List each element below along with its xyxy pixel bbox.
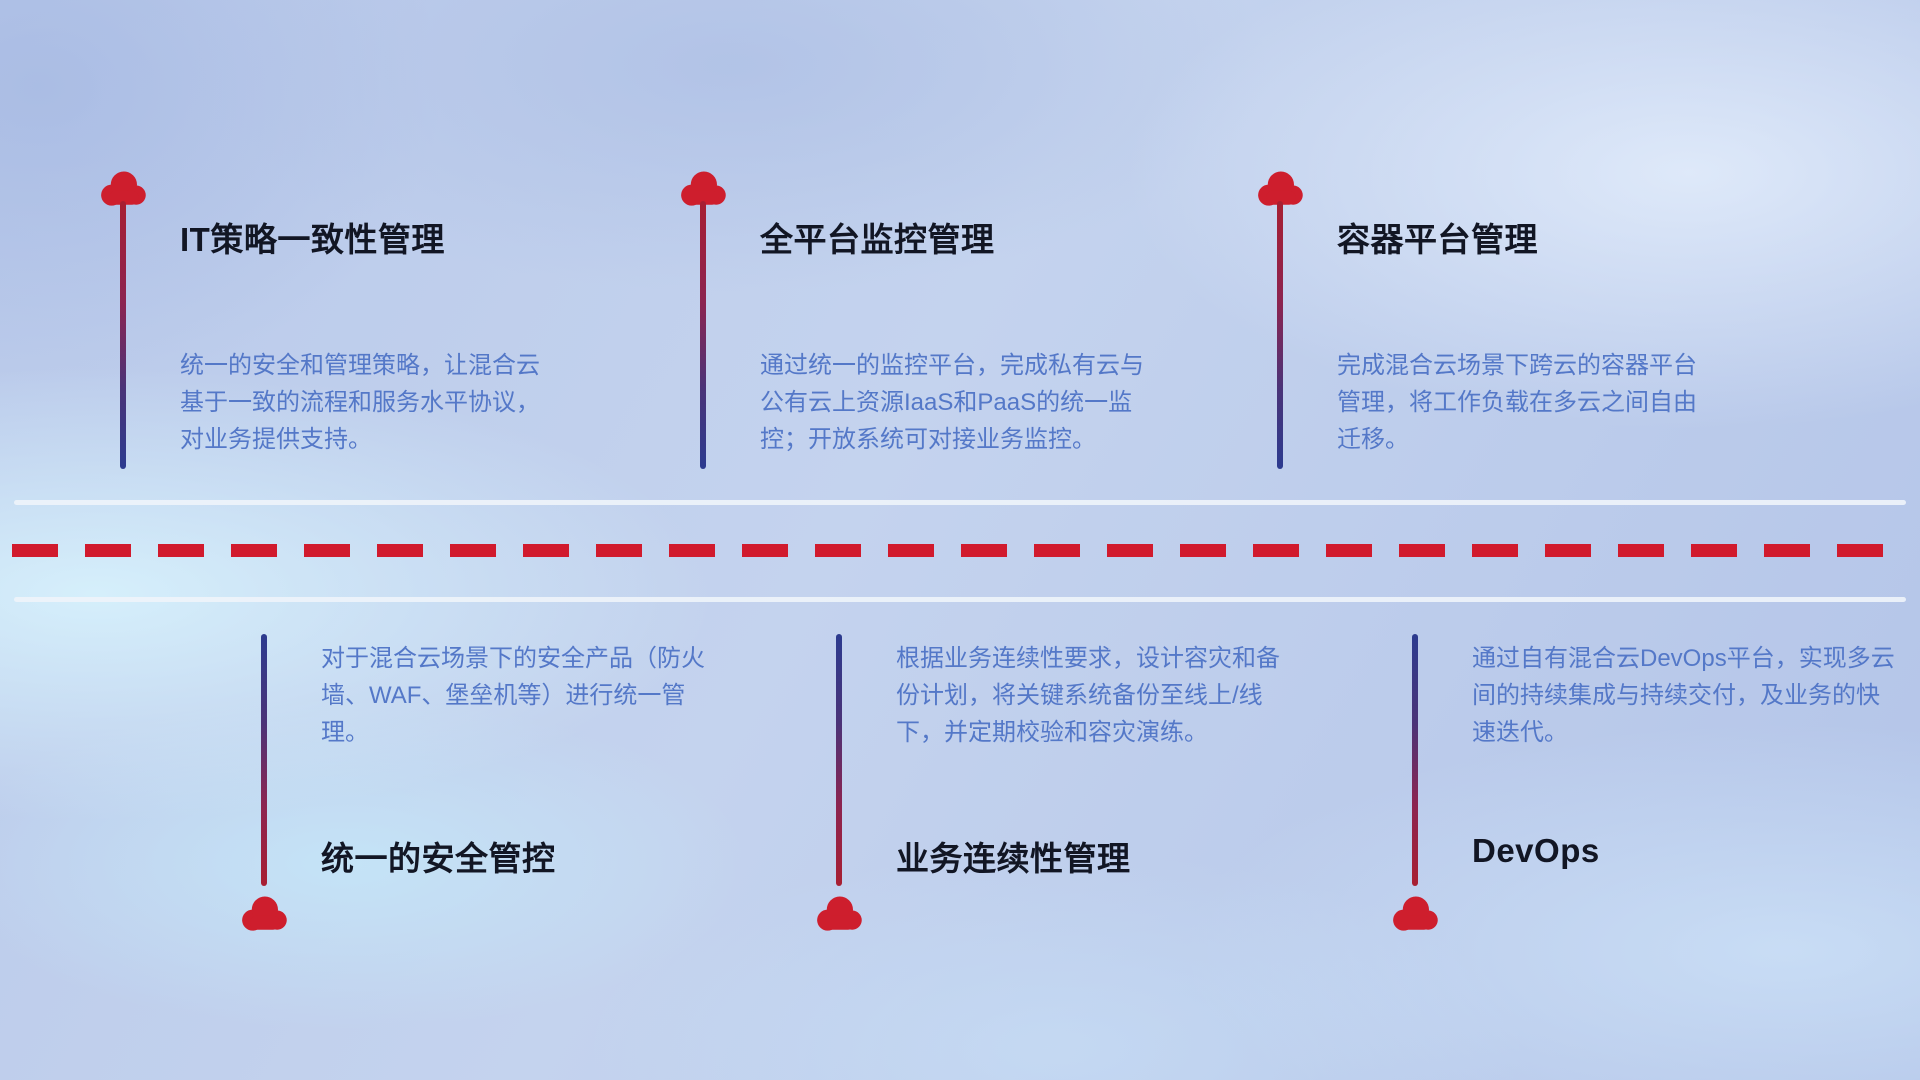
- cloud-icon: [236, 894, 292, 934]
- capability-title: 业务连续性管理: [896, 840, 1131, 877]
- capability-description: 统一的安全和管理策略，让混合云基于一致的流程和服务水平协议，对业务提供支持。: [180, 352, 540, 453]
- connector-line: [836, 634, 842, 886]
- capability-description: 通过自有混合云DevOps平台，实现多云间的持续集成与持续交付，及业务的快速迭代…: [1472, 645, 1895, 746]
- capability-title: IT策略一致性管理: [180, 221, 445, 258]
- capability-description: 通过统一的监控平台，完成私有云与公有云上资源IaaS和PaaS的统一监控；开放系…: [760, 352, 1144, 453]
- cloud-icon: [1252, 169, 1308, 209]
- timeline-solid-line-bottom: [14, 597, 1906, 602]
- capability-title: DevOps: [1472, 832, 1600, 869]
- connector-line: [700, 201, 706, 469]
- capability-title: 全平台监控管理: [760, 221, 995, 258]
- timeline-dashed-line: [12, 544, 1908, 557]
- connector-line: [1277, 201, 1283, 469]
- connector-line: [120, 201, 126, 469]
- capability-item-top-1: IT策略一致性管理 统一的安全和管理策略，让混合云基于一致的流程和服务水平协议，…: [95, 169, 615, 499]
- cloud-icon: [1387, 894, 1443, 934]
- capability-item-top-2: 全平台监控管理 通过统一的监控平台，完成私有云与公有云上资源IaaS和PaaS的…: [675, 169, 1195, 499]
- capability-description: 完成混合云场景下跨云的容器平台管理，将工作负载在多云之间自由迁移。: [1337, 352, 1697, 453]
- cloud-icon: [95, 169, 151, 209]
- connector-line: [1412, 634, 1418, 886]
- capability-description: 对于混合云场景下的安全产品（防火墙、WAF、堡垒机等）进行统一管理。: [321, 645, 705, 746]
- capability-item-top-3: 容器平台管理 完成混合云场景下跨云的容器平台管理，将工作负载在多云之间自由迁移。: [1252, 169, 1772, 499]
- capability-item-bottom-1: 对于混合云场景下的安全产品（防火墙、WAF、堡垒机等）进行统一管理。 统一的安全…: [236, 630, 756, 960]
- capability-item-bottom-2: 根据业务连续性要求，设计容灾和备份计划，将关键系统备份至线上/线下，并定期校验和…: [811, 630, 1331, 960]
- capability-description: 根据业务连续性要求，设计容灾和备份计划，将关键系统备份至线上/线下，并定期校验和…: [896, 645, 1280, 746]
- capability-title: 容器平台管理: [1337, 221, 1538, 258]
- cloud-icon: [675, 169, 731, 209]
- capability-item-bottom-3: 通过自有混合云DevOps平台，实现多云间的持续集成与持续交付，及业务的快速迭代…: [1387, 630, 1907, 960]
- connector-line: [261, 634, 267, 886]
- capability-title: 统一的安全管控: [321, 840, 556, 877]
- cloud-icon: [811, 894, 867, 934]
- timeline-solid-line-top: [14, 500, 1906, 505]
